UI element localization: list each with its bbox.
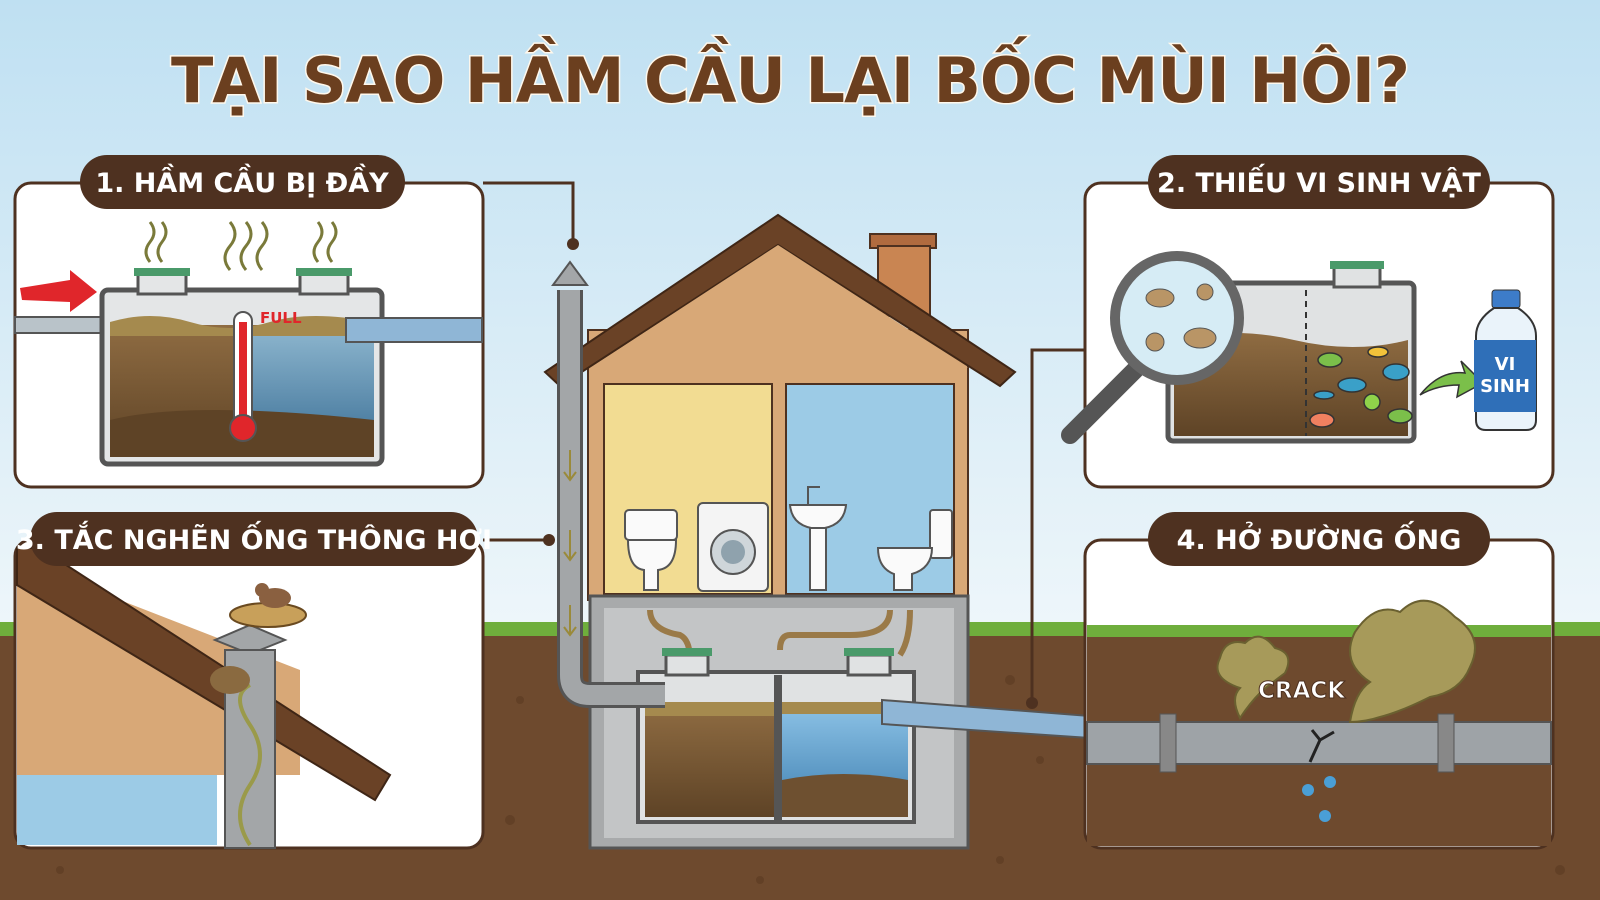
panel-label-pill [30, 512, 478, 566]
toilet-icon [624, 509, 678, 591]
septic-tank [636, 648, 916, 824]
connector-dot [1026, 697, 1038, 709]
gable [590, 245, 968, 368]
sink-icon [788, 486, 848, 591]
red-arrow-icon [20, 270, 97, 312]
soil-specks [56, 675, 1565, 884]
panel-4-pipe-leak: 4. HỞ ĐƯỜNG ỐNG CRACK [1083, 512, 1555, 850]
odor-arrow-icon [238, 683, 262, 847]
connector-dot [567, 238, 579, 250]
odor-cloud-icon [1216, 599, 1476, 724]
microbe-bottle-icon: VI SINH [1474, 289, 1537, 431]
connector-dot [543, 534, 555, 546]
crack-label: CRACK [1258, 678, 1346, 704]
vent-cap [551, 260, 589, 286]
down-arrows-icon [563, 450, 577, 637]
toilet-icon [876, 509, 953, 591]
panel-2-label: 2. THIẾU VI SINH VẬT [1157, 164, 1481, 199]
bacteria-icons [1309, 346, 1413, 428]
panel-label-pill [1148, 512, 1490, 566]
panel-2-lack-microbes: 2. THIẾU VI SINH VẬT VI SINH [1061, 155, 1555, 489]
page-title: TẠI SAO HẦM CẦU LẠI BỐC MÙI HÔI? [171, 36, 1409, 117]
panel-4-label: 4. HỞ ĐƯỜNG ỐNG [1177, 520, 1462, 556]
washing-machine-icon [697, 502, 769, 592]
bottle-label-line2: SINH [1480, 376, 1530, 397]
panel-3-label: 3. TẮC NGHẼN ỐNG THÔNG HƠI [16, 520, 492, 556]
panel-label-pill [80, 155, 405, 209]
odor-fumes-icon [144, 221, 338, 271]
panel-1-label: 1. HẦM CẦU BỊ ĐẦY [95, 164, 389, 199]
panel-3-blocked-vent [13, 538, 485, 850]
bottle-label-line1: VI [1495, 354, 1516, 375]
thermometer-icon [229, 311, 257, 442]
crack-icon [1308, 729, 1335, 763]
vent-pipe [551, 260, 665, 708]
magnifier-icon [1061, 251, 1244, 444]
leak-drops-icon [1302, 776, 1336, 822]
debris-icon [210, 666, 250, 694]
connector-lines [483, 181, 1085, 700]
full-label: FULL [260, 309, 302, 327]
outlet-pipe [345, 317, 483, 343]
house [543, 213, 1091, 850]
panel-label-pill [1148, 155, 1490, 209]
panel-1-tank-full: 1. HẦM CẦU BỊ ĐẦY FULL [13, 155, 485, 489]
